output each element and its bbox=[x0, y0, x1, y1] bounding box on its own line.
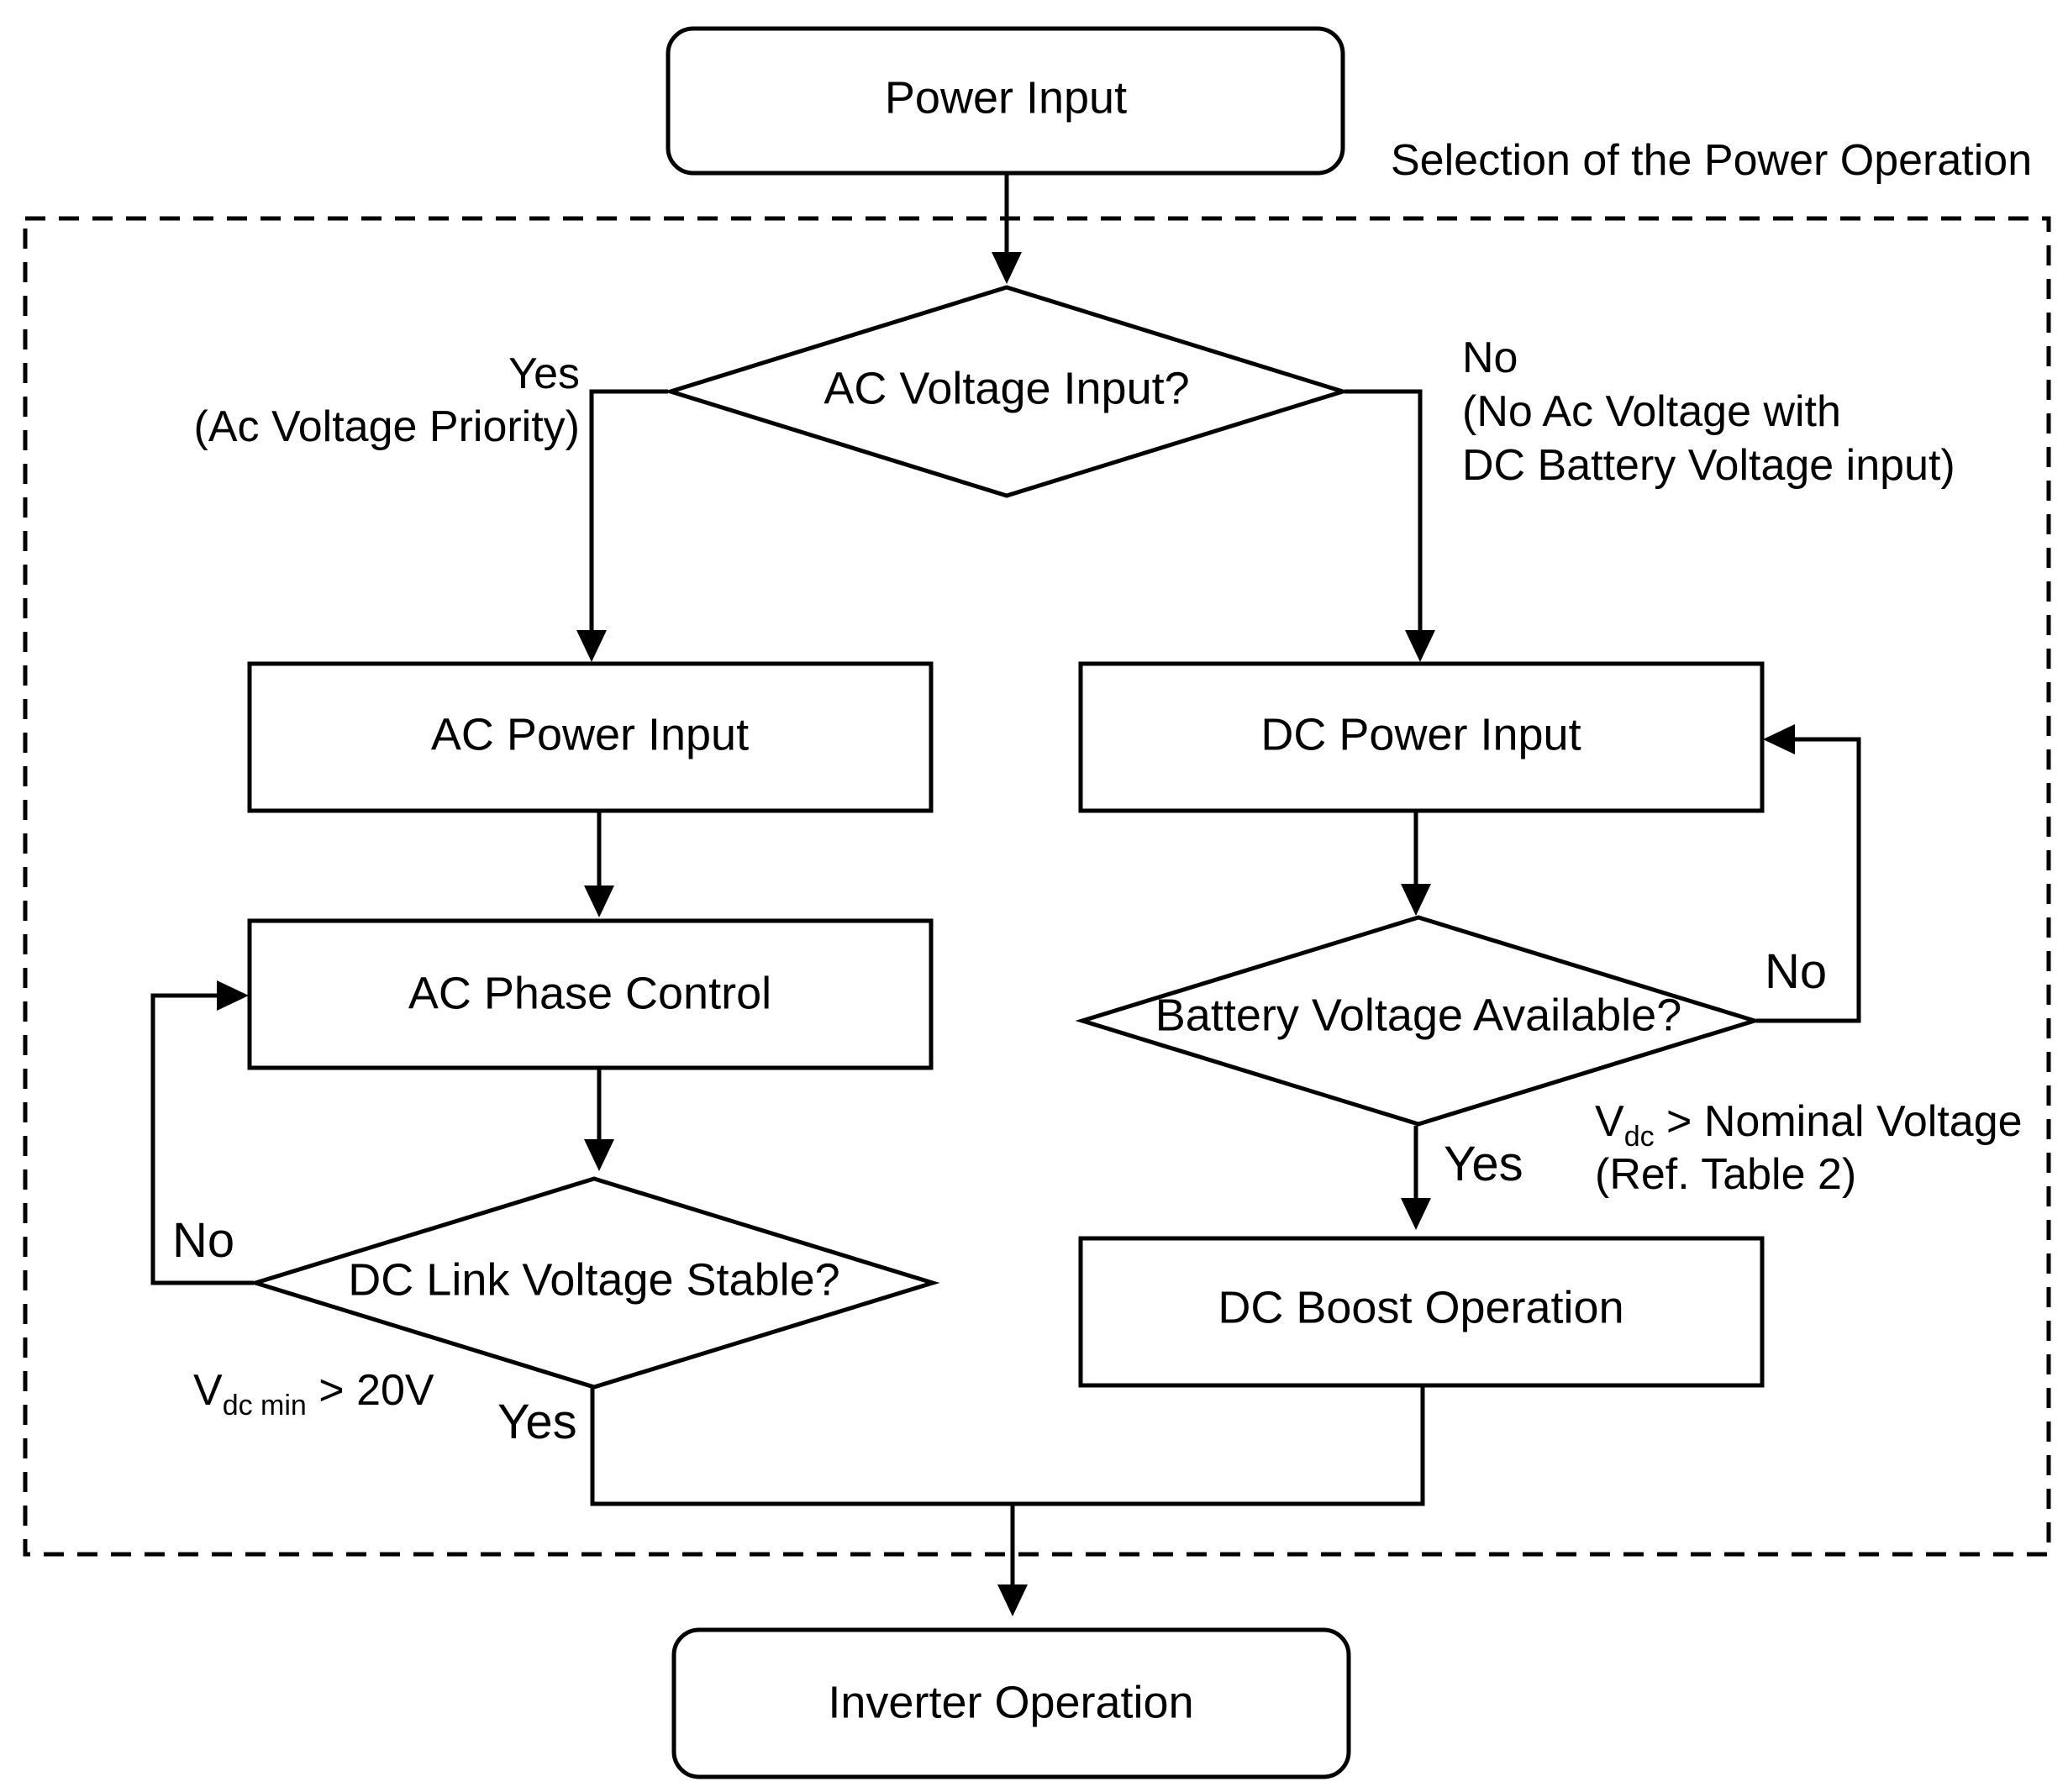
arrowhead-link bbox=[584, 1139, 614, 1171]
arrowhead-phase-loop bbox=[217, 980, 249, 1011]
node-dc-power-input: DC Power Input bbox=[1078, 661, 1765, 813]
arrowhead-decision bbox=[992, 252, 1022, 284]
battery-condition-ref: (Ref. Table 2) bbox=[1595, 1150, 1856, 1199]
arrowhead-inverter bbox=[997, 1584, 1028, 1616]
connector-link-no-loop bbox=[150, 993, 254, 1285]
connector-no-branch bbox=[1344, 389, 1423, 632]
svg-text:DC Power Input: DC Power Input bbox=[1260, 709, 1581, 759]
connector-yes-branch bbox=[589, 389, 668, 632]
svg-text:AC Phase Control: AC Phase Control bbox=[408, 968, 771, 1018]
battery-condition: Vdc > Nominal Voltage bbox=[1595, 1097, 2023, 1153]
arrowhead-dc-power bbox=[1405, 630, 1435, 662]
link-yes-label: Yes bbox=[497, 1395, 577, 1449]
arrowhead-phase bbox=[584, 885, 614, 917]
ac-no-note-line-1: (No Ac Voltage with bbox=[1462, 387, 1841, 436]
link-condition: Vdc min > 20V bbox=[193, 1366, 434, 1422]
node-ac-power-input: AC Power Input bbox=[247, 661, 934, 813]
arrowhead-dc-loop bbox=[1763, 724, 1795, 754]
svg-text:Inverter Operation: Inverter Operation bbox=[828, 1677, 1193, 1727]
svg-text:DC Boost Operation: DC Boost Operation bbox=[1218, 1282, 1623, 1332]
svg-text:DC Link Voltage Stable?: DC Link Voltage Stable? bbox=[348, 1254, 839, 1305]
ac-no-label: No bbox=[1462, 334, 1518, 382]
arrowhead-battery bbox=[1401, 884, 1431, 916]
connector-link-yes-merge bbox=[590, 1388, 1013, 1506]
selection-section-frame bbox=[23, 216, 2051, 1557]
node-power-input: Power Input bbox=[666, 26, 1345, 176]
node-dc-boost: DC Boost Operation bbox=[1078, 1236, 1765, 1388]
svg-text:Battery Voltage Available?: Battery Voltage Available? bbox=[1155, 990, 1681, 1040]
connector-boost-merge bbox=[1013, 1386, 1425, 1506]
battery-yes-label: Yes bbox=[1444, 1137, 1523, 1191]
ac-no-note-line-2: DC Battery Voltage input) bbox=[1462, 441, 1955, 490]
node-inverter-operation: Inverter Operation bbox=[671, 1627, 1351, 1779]
battery-no-label: No bbox=[1765, 944, 1827, 999]
node-ac-voltage-decision: AC Voltage Input? bbox=[663, 285, 1350, 498]
connector-battery-no-loop bbox=[1756, 737, 1861, 1023]
svg-text:Power Input: Power Input bbox=[885, 72, 1127, 123]
arrowhead-ac-power bbox=[576, 630, 607, 662]
svg-text:AC Voltage Input?: AC Voltage Input? bbox=[824, 363, 1189, 413]
connectors bbox=[150, 175, 1861, 1616]
link-no-label: No bbox=[172, 1213, 234, 1268]
ac-yes-label: Yes bbox=[508, 349, 580, 398]
arrowhead-boost bbox=[1401, 1198, 1431, 1230]
ac-yes-note: (Ac Voltage Priority) bbox=[194, 402, 581, 451]
node-dc-link-decision: DC Link Voltage Stable? bbox=[248, 1176, 940, 1390]
node-ac-phase-control: AC Phase Control bbox=[247, 918, 934, 1070]
node-battery-decision: Battery Voltage Available? bbox=[1075, 915, 1762, 1127]
svg-text:AC Power Input: AC Power Input bbox=[431, 709, 749, 759]
section-label: Selection of the Power Operation bbox=[1391, 136, 2032, 185]
